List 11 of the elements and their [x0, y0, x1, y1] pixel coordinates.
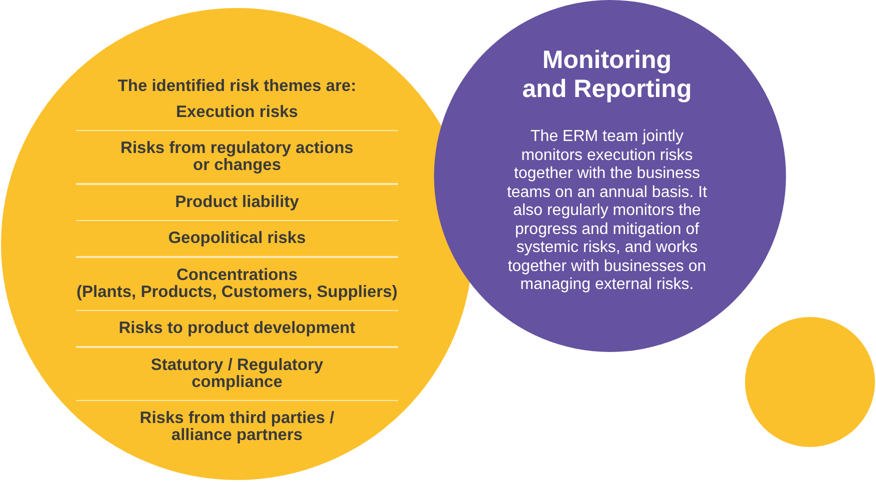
list-item: Product liability	[175, 194, 299, 210]
list-item: Risks from regulatory actions or changes	[120, 140, 354, 174]
list-item: Geopolitical risks	[168, 230, 306, 247]
circle-title: Monitoring and Reporting	[522, 46, 692, 104]
list-item: Risks from third parties / alliance partners	[138, 410, 336, 444]
list-item: Execution risks	[176, 104, 298, 120]
body-text: The ERM team jointly monitors execution risks together with the business teams on an annual basis. It also regularly monitors the progress and mitigation of systemic risks, and works together with businesses on managing external risks.	[506, 128, 708, 294]
list-item: Concentrations (Plants, Products, Customers, Suppliers)	[76, 266, 398, 300]
list-item: Risks to product development	[118, 320, 356, 337]
list-heading: The identified risk themes are:	[118, 78, 356, 94]
list-item: Statutory / Regulatory compliance	[150, 356, 324, 390]
